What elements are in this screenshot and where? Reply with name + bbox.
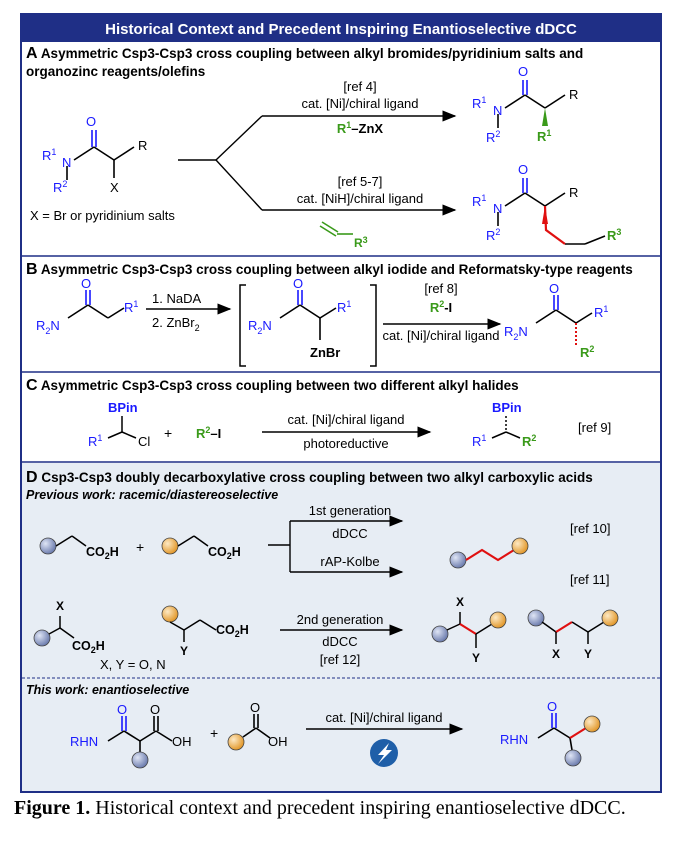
svg-text:cat. [Ni]/chiral ligand: cat. [Ni]/chiral ligand: [287, 412, 404, 427]
svg-text:This work: enantioselective: This work: enantioselective: [26, 683, 189, 697]
svg-text:CO2H: CO2H: [72, 639, 105, 655]
svg-text:Y: Y: [180, 644, 188, 658]
section-a: A Asymmetric Csp3-Csp3 cross coupling be…: [26, 45, 621, 250]
section-b-title: B Asymmetric Csp3-Csp3 cross coupling be…: [26, 261, 633, 278]
svg-text:1. NaDA: 1. NaDA: [152, 291, 201, 306]
svg-text:O: O: [86, 114, 96, 129]
svg-text:X: X: [110, 180, 119, 195]
svg-text:[ref 11]: [ref 11]: [570, 572, 610, 587]
svg-text:Cl: Cl: [138, 434, 150, 449]
x-note: X = Br or pyridinium salts: [30, 208, 175, 223]
svg-text:R2N: R2N: [248, 318, 272, 336]
header-bar: [22, 15, 660, 42]
figure-caption: Figure 1. Historical context and precede…: [14, 796, 674, 820]
svg-text:Y: Y: [472, 651, 480, 665]
figure-scheme: Historical Context and Precedent Inspiri…: [20, 13, 662, 793]
svg-text:BPin: BPin: [108, 400, 138, 415]
section-b: B Asymmetric Csp3-Csp3 cross coupling be…: [26, 261, 633, 367]
header-title: Historical Context and Precedent Inspiri…: [105, 21, 577, 38]
caption-label: Figure 1.: [14, 797, 91, 819]
svg-text:[ref 12]: [ref 12]: [320, 652, 360, 667]
svg-text:X, Y = O, N: X, Y = O, N: [100, 657, 166, 672]
section-a-title-1: A Asymmetric Csp3-Csp3 cross coupling be…: [26, 45, 583, 62]
svg-text:RHN: RHN: [500, 732, 528, 747]
svg-text:O: O: [518, 64, 528, 79]
section-a-title-2: organozinc reagents/olefins: [26, 64, 205, 79]
svg-text:rAP-Kolbe: rAP-Kolbe: [320, 554, 379, 569]
svg-text:2nd generation: 2nd generation: [297, 612, 384, 627]
svg-text:RHN: RHN: [70, 734, 98, 749]
svg-text:cat. [NiH]/chiral ligand: cat. [NiH]/chiral ligand: [297, 191, 423, 206]
svg-text:O: O: [150, 702, 160, 717]
svg-text:dDCC: dDCC: [322, 634, 357, 649]
svg-text:cat. [Ni]/chiral ligand: cat. [Ni]/chiral ligand: [382, 328, 499, 343]
svg-text:OH: OH: [172, 734, 192, 749]
svg-text:CO2H: CO2H: [208, 545, 241, 561]
svg-text:Y: Y: [584, 647, 592, 661]
svg-text:O: O: [547, 699, 557, 714]
section-d: D Csp3-Csp3 doubly decarboxylative cross…: [22, 469, 660, 769]
section-a-reactant: [66, 130, 135, 180]
svg-text:+: +: [136, 539, 144, 555]
svg-text:[ref 8]: [ref 8]: [424, 281, 457, 296]
svg-text:+: +: [164, 425, 172, 441]
svg-text:O: O: [250, 700, 260, 715]
svg-text:O: O: [518, 162, 528, 177]
svg-text:Previous work: racemic/diaster: Previous work: racemic/diastereoselectiv…: [26, 488, 278, 502]
svg-text:O: O: [117, 702, 127, 717]
svg-text:CO2H: CO2H: [216, 623, 249, 639]
section-d-title: D Csp3-Csp3 doubly decarboxylative cross…: [26, 469, 593, 486]
svg-text:[ref 5-7]: [ref 5-7]: [338, 174, 383, 189]
section-d-panel: [22, 463, 660, 791]
svg-text:R: R: [569, 185, 578, 200]
reagent-r1-znx: R1–ZnX: [337, 120, 384, 136]
svg-text:O: O: [81, 276, 91, 291]
caption-text: Historical context and precedent inspiri…: [95, 797, 626, 819]
svg-text:ZnBr: ZnBr: [310, 345, 340, 360]
svg-text:[ref 4]: [ref 4]: [343, 79, 376, 94]
svg-text:R: R: [569, 87, 578, 102]
svg-text:X: X: [552, 647, 560, 661]
svg-text:cat. [Ni]/chiral ligand: cat. [Ni]/chiral ligand: [325, 710, 442, 725]
svg-text:1st generation: 1st generation: [309, 503, 391, 518]
svg-text:photoreductive: photoreductive: [303, 436, 388, 451]
svg-text:R2N: R2N: [504, 324, 528, 342]
svg-text:N: N: [493, 103, 502, 118]
svg-text:CO2H: CO2H: [86, 545, 119, 561]
svg-text:N: N: [62, 155, 71, 170]
section-c-title: C Asymmetric Csp3-Csp3 cross coupling be…: [26, 377, 519, 394]
svg-text:dDCC: dDCC: [332, 526, 367, 541]
svg-text:cat. [Ni]/chiral ligand: cat. [Ni]/chiral ligand: [301, 96, 418, 111]
section-c: C Asymmetric Csp3-Csp3 cross coupling be…: [26, 377, 611, 451]
svg-text:OH: OH: [268, 734, 288, 749]
svg-text:O: O: [549, 281, 559, 296]
svg-text:2. ZnBr2: 2. ZnBr2: [152, 315, 200, 333]
svg-text:[ref 10]: [ref 10]: [570, 521, 610, 536]
svg-text:+: +: [210, 725, 218, 741]
svg-text:[ref 9]: [ref 9]: [578, 420, 611, 435]
svg-text:X: X: [56, 599, 64, 613]
svg-text:R: R: [138, 138, 147, 153]
svg-text:O: O: [293, 276, 303, 291]
svg-text:X: X: [456, 595, 464, 609]
svg-text:R2N: R2N: [36, 318, 60, 336]
svg-text:N: N: [493, 201, 502, 216]
svg-text:BPin: BPin: [492, 400, 522, 415]
